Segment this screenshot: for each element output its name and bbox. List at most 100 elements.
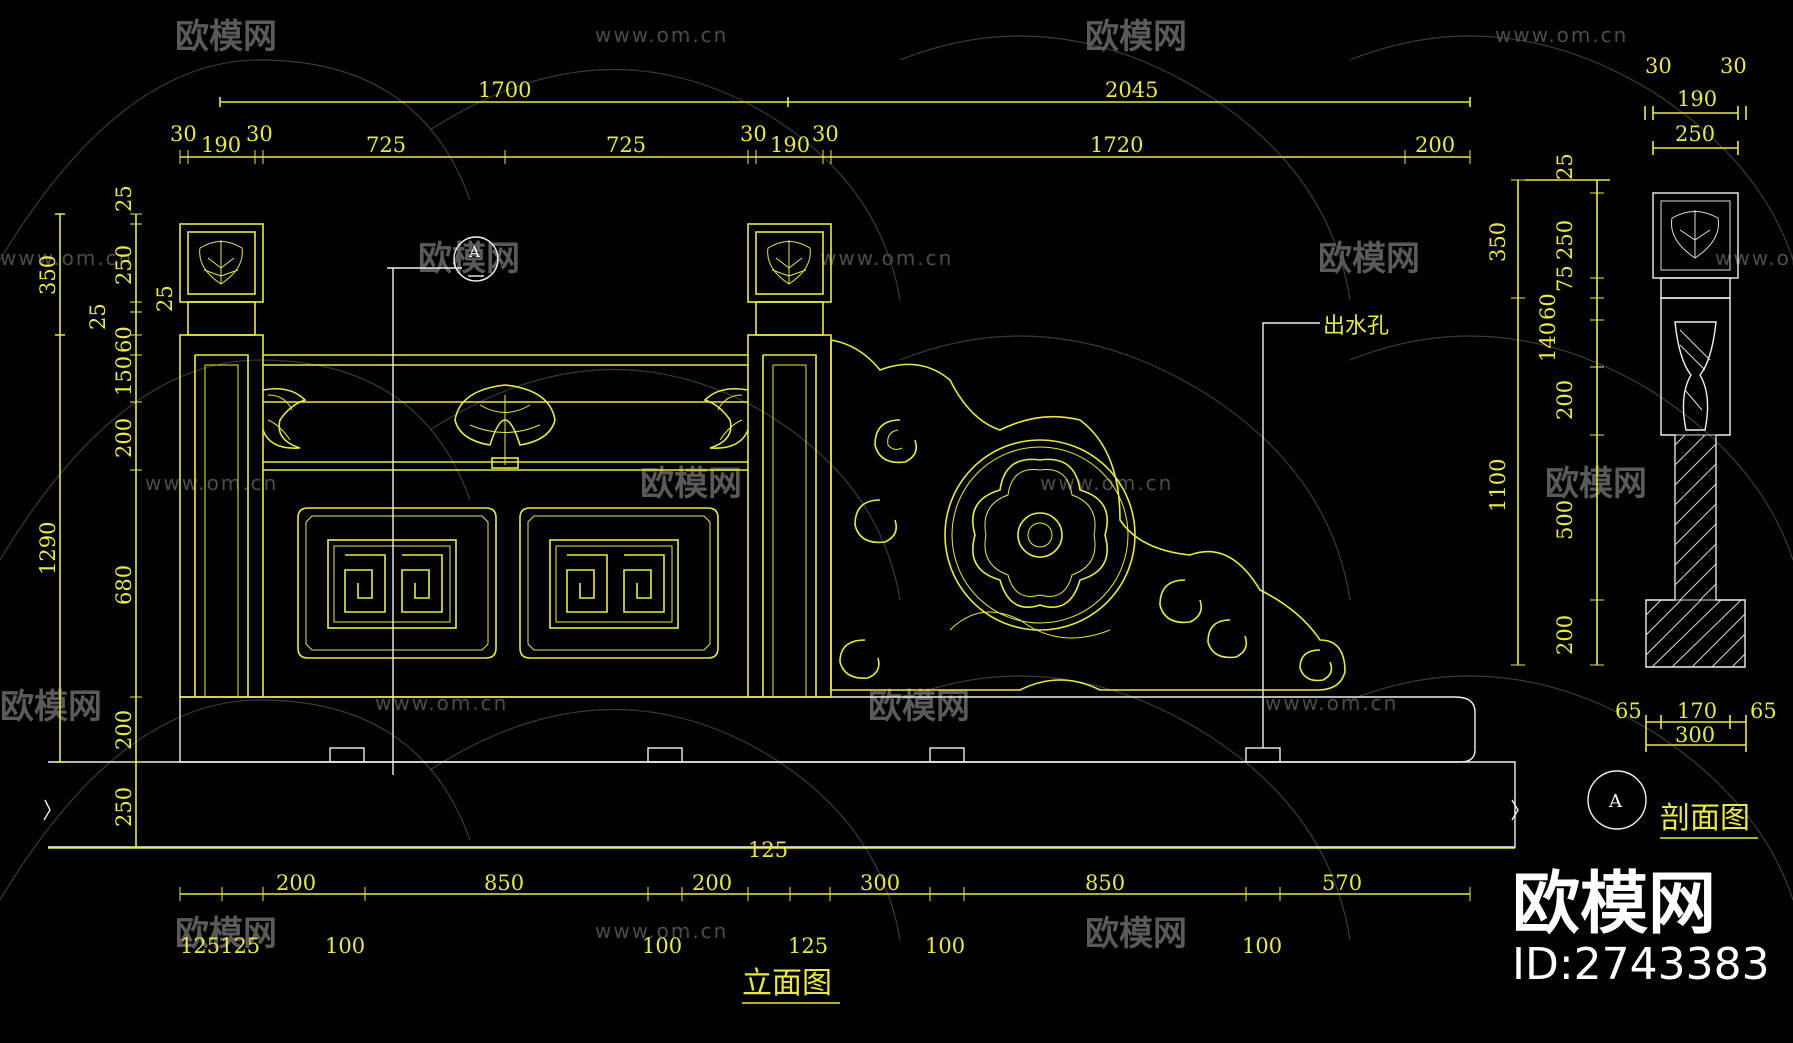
watermark-brand: 欧模网	[1085, 914, 1187, 954]
dim-top: 200	[1415, 133, 1455, 157]
dim-top: 725	[606, 133, 646, 157]
dim-left: 25	[112, 185, 136, 212]
section-dim-top: 30	[1720, 54, 1747, 78]
watermark-brand: 欧模网	[175, 914, 277, 954]
section-dim-right: 200	[1553, 380, 1577, 420]
dim-bottom: 100	[1242, 934, 1282, 958]
section-dim-top: 30	[1645, 54, 1672, 78]
watermark-url: www.om.cn	[1495, 23, 1628, 47]
watermark-url: www.om.cn	[145, 471, 278, 495]
drain-note: 出水孔	[1323, 314, 1389, 339]
watermark-brand: 欧模网	[1545, 464, 1647, 504]
dim-top: 1720	[1090, 133, 1143, 157]
section-marker-label: A	[1608, 791, 1623, 812]
dim-left: 250	[112, 245, 136, 285]
watermark-brand: 欧模网	[418, 239, 520, 279]
section-dim-bottom: 65	[1750, 699, 1777, 723]
watermark-brand: 欧模网	[0, 687, 102, 727]
section-dim-right: 1100	[1486, 459, 1510, 512]
dim-top: 30	[740, 122, 767, 146]
dim-bottom: 570	[1322, 871, 1362, 895]
dim-left: 1290	[36, 522, 60, 575]
elevation-view: 出水孔 A	[43, 223, 1519, 848]
dim-top: 30	[812, 122, 839, 146]
dim-left: 200	[112, 418, 136, 458]
section-dim-right: 350	[1486, 222, 1510, 262]
dim-left: 350	[36, 255, 60, 295]
dim-bottom: 100	[925, 934, 965, 958]
section-dim-right: 200	[1553, 615, 1577, 655]
break-line	[1511, 799, 1519, 821]
section-dim-right: 140	[1536, 322, 1560, 362]
middle-post	[747, 223, 832, 698]
section-dim-bottom: 170	[1677, 699, 1717, 723]
dim-bottom: 125125	[180, 934, 260, 958]
section-dim-bottom: 300	[1675, 723, 1715, 747]
dim-base: 125	[748, 838, 788, 862]
watermark-brand: 欧模网	[868, 687, 970, 727]
dim-left: 200	[112, 710, 136, 750]
section-cut-line	[387, 267, 462, 775]
drain-hole	[329, 747, 365, 763]
dim-left: 150	[112, 356, 136, 396]
watermark-brand: 欧模网	[1085, 17, 1187, 57]
watermark-url: www.om.cn	[1715, 246, 1793, 270]
section-dim-right: 250	[1553, 220, 1577, 260]
base-slab	[48, 761, 1516, 848]
watermark-brand: 欧模网	[1318, 239, 1420, 279]
drain-hole	[647, 747, 683, 763]
watermark-url: www.om.cn	[375, 691, 508, 715]
brand-id: ID:2743383	[1512, 939, 1770, 990]
section-dim-right: 60	[1536, 293, 1560, 320]
watermark-url: www.om.cn	[820, 246, 953, 270]
section-dim-top: 250	[1675, 122, 1715, 146]
dim-bottom: 200	[276, 871, 316, 895]
watermark-labels: 欧模网 www.om.cn 欧模网 www.om.cn www.om.cn 欧模…	[0, 17, 1793, 954]
break-line	[43, 799, 51, 821]
section-dim-right: 25	[1553, 153, 1577, 180]
section-dim-top: 190	[1677, 87, 1717, 111]
drain-leader	[1262, 322, 1320, 748]
section-dimension-lines	[1511, 106, 1747, 752]
dim-top: 190	[201, 133, 241, 157]
end-drum-stone	[830, 339, 1346, 691]
dim-top: 1700	[478, 78, 531, 102]
watermark-brand: 欧模网	[175, 17, 277, 57]
watermark-url: www.om.cn	[595, 919, 728, 943]
dim-left: 250	[112, 787, 136, 827]
section-dim-right: 500	[1553, 500, 1577, 540]
watermark-url: www.om.cn	[1265, 691, 1398, 715]
brand-logo-text: 欧模网	[1512, 865, 1716, 944]
dim-bottom: 100	[642, 934, 682, 958]
dim-top: 30	[170, 122, 197, 146]
leaf-ornaments	[262, 384, 749, 469]
section-title: 剖面图	[1660, 801, 1750, 836]
dim-left: 25	[86, 303, 110, 330]
dim-left: 60	[112, 326, 136, 353]
dim-top: 725	[366, 133, 406, 157]
watermark-url: www.om.cn	[1040, 471, 1173, 495]
dim-left: 25	[153, 285, 177, 312]
dim-bottom: 100	[325, 934, 365, 958]
section-marker-circle	[453, 236, 499, 282]
dim-top: 190	[770, 133, 810, 157]
section-marker-label: A	[468, 243, 480, 261]
dim-bottom: 200	[692, 871, 732, 895]
section-dim-bottom: 65	[1615, 699, 1642, 723]
dim-left: 680	[112, 565, 136, 605]
dim-bottom: 850	[1085, 871, 1125, 895]
drain-hole	[929, 747, 965, 763]
section-marker-circle	[1587, 770, 1647, 830]
dim-top: 30	[246, 122, 273, 146]
dim-bottom: 125	[788, 934, 828, 958]
plinth	[179, 696, 1476, 763]
dim-top: 2045	[1105, 78, 1158, 102]
dim-bottom: 850	[484, 871, 524, 895]
section-dim-right: 75	[1553, 265, 1577, 292]
fret-panel-left	[297, 507, 497, 659]
left-post	[179, 223, 264, 698]
dimension-lines	[48, 97, 1515, 901]
watermark-url: www.om.cn	[0, 246, 133, 270]
